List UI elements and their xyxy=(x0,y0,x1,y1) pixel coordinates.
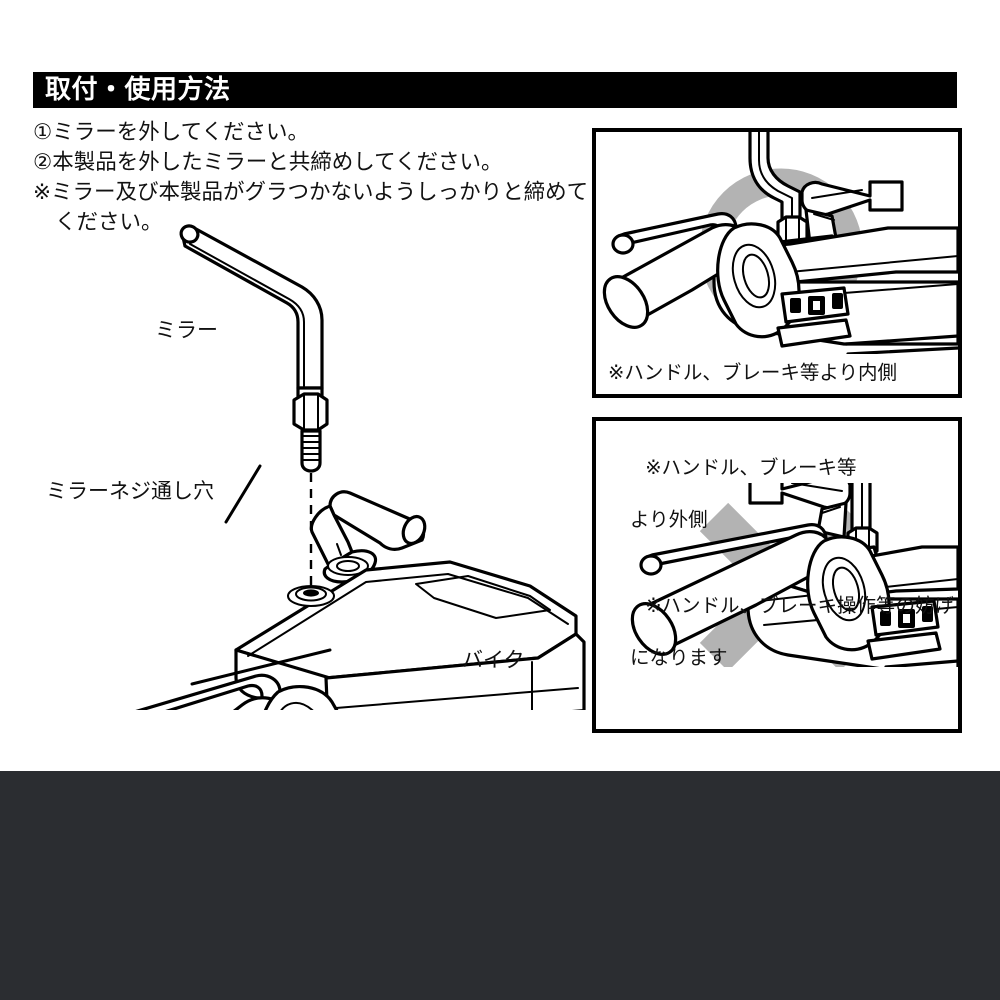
caption-backdrop-ng-top xyxy=(596,421,958,483)
switch-housing-graphic xyxy=(263,684,339,710)
caption-correct-mounting: ※ハンドル、ブレーキ等より内側 xyxy=(608,361,897,384)
section-header-bar: 取付・使用方法 xyxy=(33,72,957,108)
caption-incorrect-top: ※ハンドル、ブレーキ等 より外側 xyxy=(608,429,857,585)
caption-incorrect-top-line1: ※ハンドル、ブレーキ等 xyxy=(645,456,857,479)
mirror-screw-hole-graphic xyxy=(287,585,335,607)
panel-correct-illustration xyxy=(602,132,958,356)
label-bike: バイク xyxy=(462,648,525,672)
caption-incorrect-bottom-line2: になります xyxy=(630,646,728,669)
motorcycle-body-graphic xyxy=(234,560,586,710)
bottom-dark-band xyxy=(0,771,1000,1000)
caption-incorrect-bottom: ※ハンドル、ブレーキ操作等の妨げ になります xyxy=(608,567,954,723)
caption-incorrect-top-line2: より外側 xyxy=(630,508,708,531)
page-title: 取付・使用方法 xyxy=(45,75,231,105)
leader-line-mirror xyxy=(224,464,262,524)
caption-backdrop-ng-bottom xyxy=(596,667,958,729)
instruction-line-2: ②本製品を外したミラーと共締めしてください。 xyxy=(33,150,503,175)
instruction-line-4: ください。 xyxy=(55,210,163,235)
instruction-list: ①ミラーを外してください。 ②本製品を外したミラーと共締めしてください。 ※ミラ… xyxy=(33,118,593,238)
panel-correct-mounting: ※ハンドル、ブレーキ等より内側 xyxy=(592,128,962,398)
instruction-line-1: ①ミラーを外してください。 xyxy=(33,120,309,145)
label-mirror: ミラー xyxy=(155,318,218,342)
handlebar-graphic xyxy=(135,673,288,710)
instruction-line-3: ※ミラー及び本製品がグラつかないようしっかりと締めて xyxy=(33,180,589,205)
main-assembly-illustration xyxy=(30,210,590,710)
leader-line-screw-hole xyxy=(190,648,332,686)
mirror-stalk-graphic xyxy=(179,224,324,390)
mirror-bolt-graphic xyxy=(292,386,329,473)
caption-incorrect-bottom-line1: ※ハンドル、ブレーキ操作等の妨げ xyxy=(645,594,955,617)
panel-incorrect-mounting: ※ハンドル、ブレーキ等 より外側 ※ハンドル、ブレーキ操作等の妨げ になります xyxy=(592,417,962,733)
label-mirror-screw-hole: ミラーネジ通し穴 xyxy=(46,479,214,503)
caption-backdrop-ok xyxy=(596,354,958,394)
